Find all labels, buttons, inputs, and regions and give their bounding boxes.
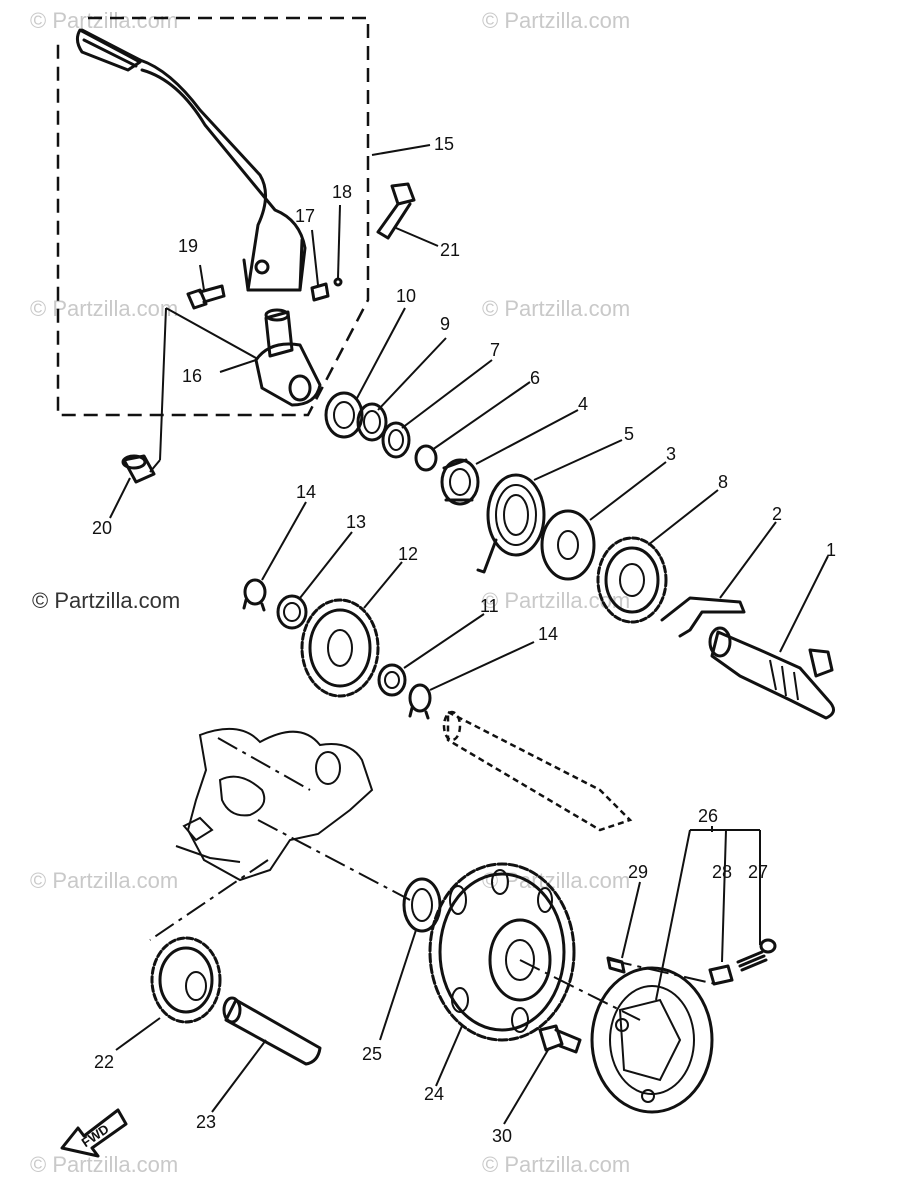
washer-9 bbox=[356, 402, 388, 442]
callout-1: 1 bbox=[826, 540, 836, 560]
callout-17: 17 bbox=[295, 206, 315, 226]
callout-11: 11 bbox=[480, 596, 499, 616]
callout-14-upper: 14 bbox=[296, 482, 316, 502]
watermark: © Partzilla.com bbox=[482, 296, 631, 321]
callout-16: 16 bbox=[182, 366, 202, 386]
kick-boss bbox=[254, 308, 322, 407]
callout-29: 29 bbox=[628, 862, 648, 882]
callout-10: 10 bbox=[396, 286, 416, 306]
leader-lines bbox=[109, 144, 829, 1125]
callout-6: 6 bbox=[530, 368, 540, 388]
washer-13 bbox=[276, 594, 308, 630]
callout-18: 18 bbox=[332, 182, 352, 202]
callout-13: 13 bbox=[346, 512, 366, 532]
watermark: © Partzilla.com bbox=[30, 8, 179, 33]
kick-spring-5 bbox=[476, 473, 546, 574]
callout-30: 30 bbox=[492, 1126, 512, 1146]
washer-7 bbox=[381, 421, 411, 459]
watermark: © Partzilla.com bbox=[30, 868, 179, 893]
plunger-28 bbox=[708, 964, 734, 986]
axis-line bbox=[257, 819, 411, 901]
watermark: © Partzilla.com bbox=[482, 1152, 631, 1177]
starter-clutch-26 bbox=[590, 966, 714, 1114]
callout-3: 3 bbox=[666, 444, 676, 464]
kick-lever bbox=[75, 28, 307, 292]
clip-2 bbox=[660, 596, 746, 638]
starter-gear-24 bbox=[428, 862, 576, 1042]
roller-29 bbox=[606, 956, 626, 974]
callout-2: 2 bbox=[772, 504, 782, 524]
forward-arrow-icon bbox=[60, 1108, 128, 1158]
callout-23: 23 bbox=[196, 1112, 216, 1132]
callout-21: 21 bbox=[440, 240, 460, 260]
watermark-main: © Partzilla.com bbox=[32, 588, 181, 613]
circlip-14-a bbox=[242, 578, 267, 612]
axis-line bbox=[149, 859, 269, 941]
callout-24: 24 bbox=[424, 1084, 444, 1104]
bolt-19 bbox=[186, 284, 226, 310]
callout-8: 8 bbox=[718, 472, 728, 492]
kick-shaft-1 bbox=[708, 626, 835, 720]
circlip-6 bbox=[414, 444, 438, 472]
axis-line bbox=[519, 959, 641, 1021]
callout-22: 22 bbox=[94, 1052, 114, 1072]
callout-14-lower: 14 bbox=[538, 624, 558, 644]
kick-lever-assembly-boundary bbox=[56, 16, 370, 417]
idle-shaft-phantom bbox=[442, 709, 633, 832]
collar-4 bbox=[440, 458, 480, 506]
kick-gear-8 bbox=[596, 536, 668, 624]
axis-line bbox=[609, 959, 721, 986]
circlip-14-b bbox=[408, 683, 432, 720]
pinch-bolt bbox=[310, 277, 343, 302]
callout-7: 7 bbox=[490, 340, 500, 360]
crankcase-sketch bbox=[175, 727, 374, 882]
callout-4: 4 bbox=[578, 394, 588, 414]
callout-19: 19 bbox=[178, 236, 198, 256]
shaft-23 bbox=[222, 996, 322, 1066]
cap-20 bbox=[121, 454, 156, 484]
axis-line bbox=[217, 737, 311, 791]
callout-27: 27 bbox=[748, 862, 768, 882]
plate-3 bbox=[540, 509, 596, 581]
callout-20: 20 bbox=[92, 518, 112, 538]
washer-10 bbox=[324, 391, 364, 439]
callout-12: 12 bbox=[398, 544, 418, 564]
washer-11 bbox=[377, 663, 407, 697]
callout-9: 9 bbox=[440, 314, 450, 334]
spring-27 bbox=[736, 938, 777, 972]
idle-gear-12 bbox=[300, 598, 380, 698]
callout-5: 5 bbox=[624, 424, 634, 444]
callout-15: 15 bbox=[434, 134, 454, 154]
watermark: © Partzilla.com bbox=[482, 8, 631, 33]
callout-28: 28 bbox=[712, 862, 732, 882]
callout-25: 25 bbox=[362, 1044, 382, 1064]
bolt-21 bbox=[376, 182, 416, 240]
watermark: © Partzilla.com bbox=[30, 296, 179, 321]
gear-22 bbox=[150, 936, 222, 1024]
watermark: © Partzilla.com bbox=[30, 1152, 179, 1177]
bolt-30 bbox=[538, 1024, 582, 1054]
callout-26: 26 bbox=[698, 806, 718, 826]
